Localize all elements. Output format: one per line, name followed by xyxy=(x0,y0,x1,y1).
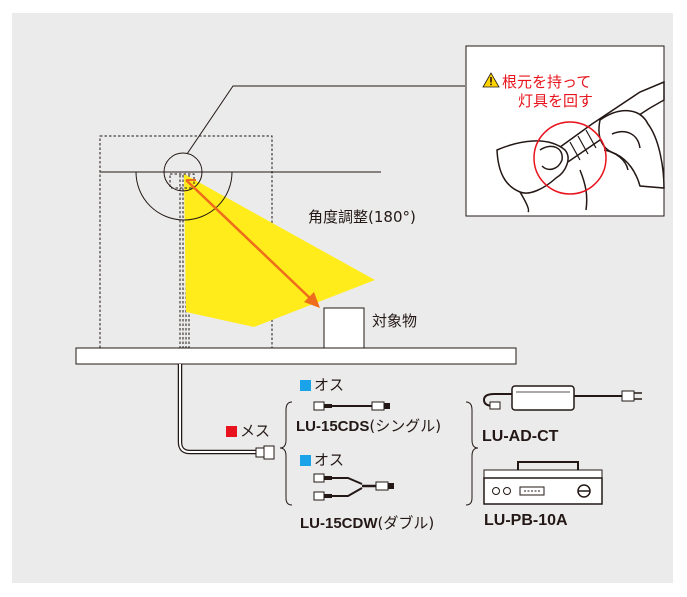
warning-text-line1: 根元を持って xyxy=(502,73,592,91)
inset-box xyxy=(186,45,665,217)
single-model-name: LU-15CDS xyxy=(296,418,370,435)
double-model-suffix: (ダブル) xyxy=(377,514,435,532)
fixture-cable xyxy=(177,364,258,455)
lamp-head xyxy=(163,152,203,192)
hands-illustration xyxy=(496,110,665,213)
single-model-label: LU-15CDS(シングル) xyxy=(296,415,441,436)
adapter-model-label: LU-AD-CT xyxy=(482,428,559,445)
male-label-double: オス xyxy=(300,449,344,470)
angle-arrow xyxy=(185,179,320,308)
warning-text-line2: 灯具を回す xyxy=(518,92,594,110)
angle-adjust-label: 角度調整(180°) xyxy=(308,208,416,226)
male-color-square-single xyxy=(300,380,311,391)
power-box-illustration xyxy=(483,461,603,505)
grip-highlight-circle xyxy=(533,121,607,195)
right-brace xyxy=(465,401,479,506)
target-object-label: 対象物 xyxy=(372,312,418,330)
ac-adapter-illustration xyxy=(482,385,642,411)
target-object xyxy=(323,307,365,350)
rotation-arc xyxy=(135,171,233,221)
male-label-text-double: オス xyxy=(314,451,345,469)
light-beam xyxy=(184,174,375,327)
shelf xyxy=(75,347,517,365)
male-color-square-double xyxy=(300,455,311,466)
warning-icon xyxy=(482,72,500,88)
double-model-label: LU-15CDW(ダブル) xyxy=(300,512,434,533)
double-cable-illustration xyxy=(313,473,394,501)
double-model-name: LU-15CDW xyxy=(300,515,378,532)
female-label-text: メス xyxy=(240,422,271,440)
power-box-model-label: LU-PB-10A xyxy=(484,512,568,529)
male-label-text-single: オス xyxy=(314,376,345,394)
female-connector-label: メス xyxy=(226,420,270,441)
left-brace xyxy=(279,401,293,506)
female-color-square xyxy=(226,426,237,437)
single-cable-illustration xyxy=(313,401,390,411)
female-connector xyxy=(255,445,275,460)
male-label-single: オス xyxy=(300,374,344,395)
single-model-suffix: (シングル) xyxy=(369,417,442,435)
